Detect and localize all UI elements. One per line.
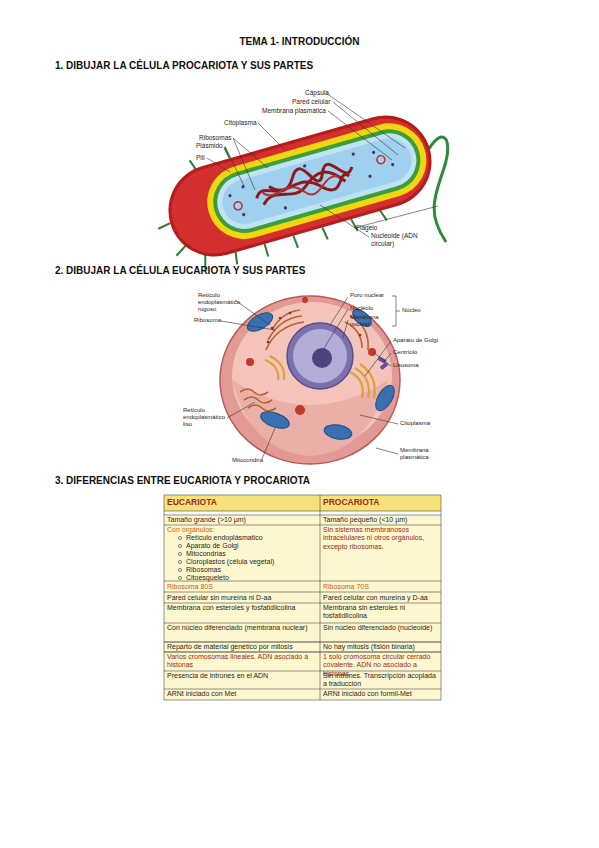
table-cell: Con núcleo diferenciado (membrana nuclea… (167, 624, 317, 632)
part-label: Poro nuclear (350, 292, 394, 299)
part-label: Citoplasma (400, 420, 430, 427)
table-cell: ARNt iniciado con formil-Met (323, 690, 439, 698)
table-cell: Sin sistemas membranosos intracelulares … (323, 526, 437, 551)
section-heading: 3. DIFERENCIAS ENTRE EUCARIOTA Y PROCARI… (55, 475, 310, 487)
table-cell: Membrana con esteroles y fosfatidilcolin… (167, 604, 299, 612)
part-label: Núcleo (402, 307, 421, 314)
table-cell: Pared celular con mureína y D-aa (323, 594, 439, 602)
part-label: Retículo endoplasmático liso (183, 407, 227, 429)
part-label: Nucleoide (ADN circular) (371, 232, 419, 248)
table-list-item: Cloroplastos (célula vegetal) (186, 558, 316, 566)
table-cell: Reparto de material genético por mitosis (167, 643, 319, 651)
part-label: Membrana nuclear (350, 314, 394, 328)
table-cell: Pared celular sin mureína ni D-aa (167, 594, 317, 602)
page-title: TEMA 1- INTRODUCCIÓN (0, 36, 599, 47)
table-header: PROCARIOTA (323, 497, 380, 507)
table-cell: Ribosoma 80S (167, 583, 317, 591)
part-label: Citoplasma (224, 119, 257, 127)
eukaryote-cell (220, 296, 400, 464)
table-header: EUCARIOTA (167, 497, 217, 507)
comparison-table (164, 495, 441, 700)
part-label: Ribosomas (199, 134, 232, 142)
table-list-item: Mitocondrias (186, 550, 316, 558)
part-label: Membrana plasmática (400, 447, 440, 461)
part-label: Lisosoma (393, 362, 419, 369)
table-cell: Membrana sin esteroles ni fosfatidilcoli… (323, 604, 439, 621)
section-heading: 1. DIBUJAR LA CÉLULA PROCARIOTA Y SUS PA… (55, 60, 313, 72)
part-label: Retículo endoplasmático rugoso (198, 292, 240, 314)
part-label: Cápsula (305, 89, 329, 97)
table-cell: No hay mitosis (fisión binaria) (323, 643, 439, 651)
table-list-item: Ribosomas (186, 566, 316, 574)
part-label: Flagelo (356, 224, 377, 232)
part-label: Mitocondria (232, 457, 263, 464)
part-label: Nucléolo (350, 305, 373, 312)
table-cell: Ribosoma 70S (323, 583, 439, 591)
table-cell: Sin núcleo diferenciado (nucleoide) (323, 624, 439, 632)
prokaryote-cell (142, 93, 448, 284)
table-cell: Sin intrones. Transcripción acoplada a t… (323, 672, 439, 689)
table-list-item: Retículo endoplásmatico (186, 534, 316, 542)
table-cell: Tamaño grande (>10 µm) (167, 516, 317, 524)
part-label: Plásmido (196, 142, 223, 150)
section-heading: 2. DIBUJAR LA CÉLULA EUCARIOTA Y SUS PAR… (55, 265, 305, 277)
part-label: Centríolo (393, 349, 417, 356)
part-label: Pili (196, 154, 205, 162)
table-cell: Con orgánulos: (167, 526, 317, 534)
table-cell: Varios cromosomas lineales. ADN asociado… (167, 653, 317, 670)
part-label: Pared celular (292, 98, 330, 106)
table-cell: ARNt iniciado con Met (167, 690, 317, 698)
part-label: Aparato de Golgi (393, 337, 438, 344)
table-list-item: Citoesqueleto (186, 574, 316, 582)
table-list-item: Aparato de Golgi (186, 542, 316, 550)
part-label: Membrana plasmática (262, 107, 326, 115)
table-cell: Presencia de intrones en el ADN (167, 672, 317, 680)
table-cell: Tamaño pequeño (<10 µm) (323, 516, 439, 524)
part-label: Ribosoma (194, 317, 221, 324)
